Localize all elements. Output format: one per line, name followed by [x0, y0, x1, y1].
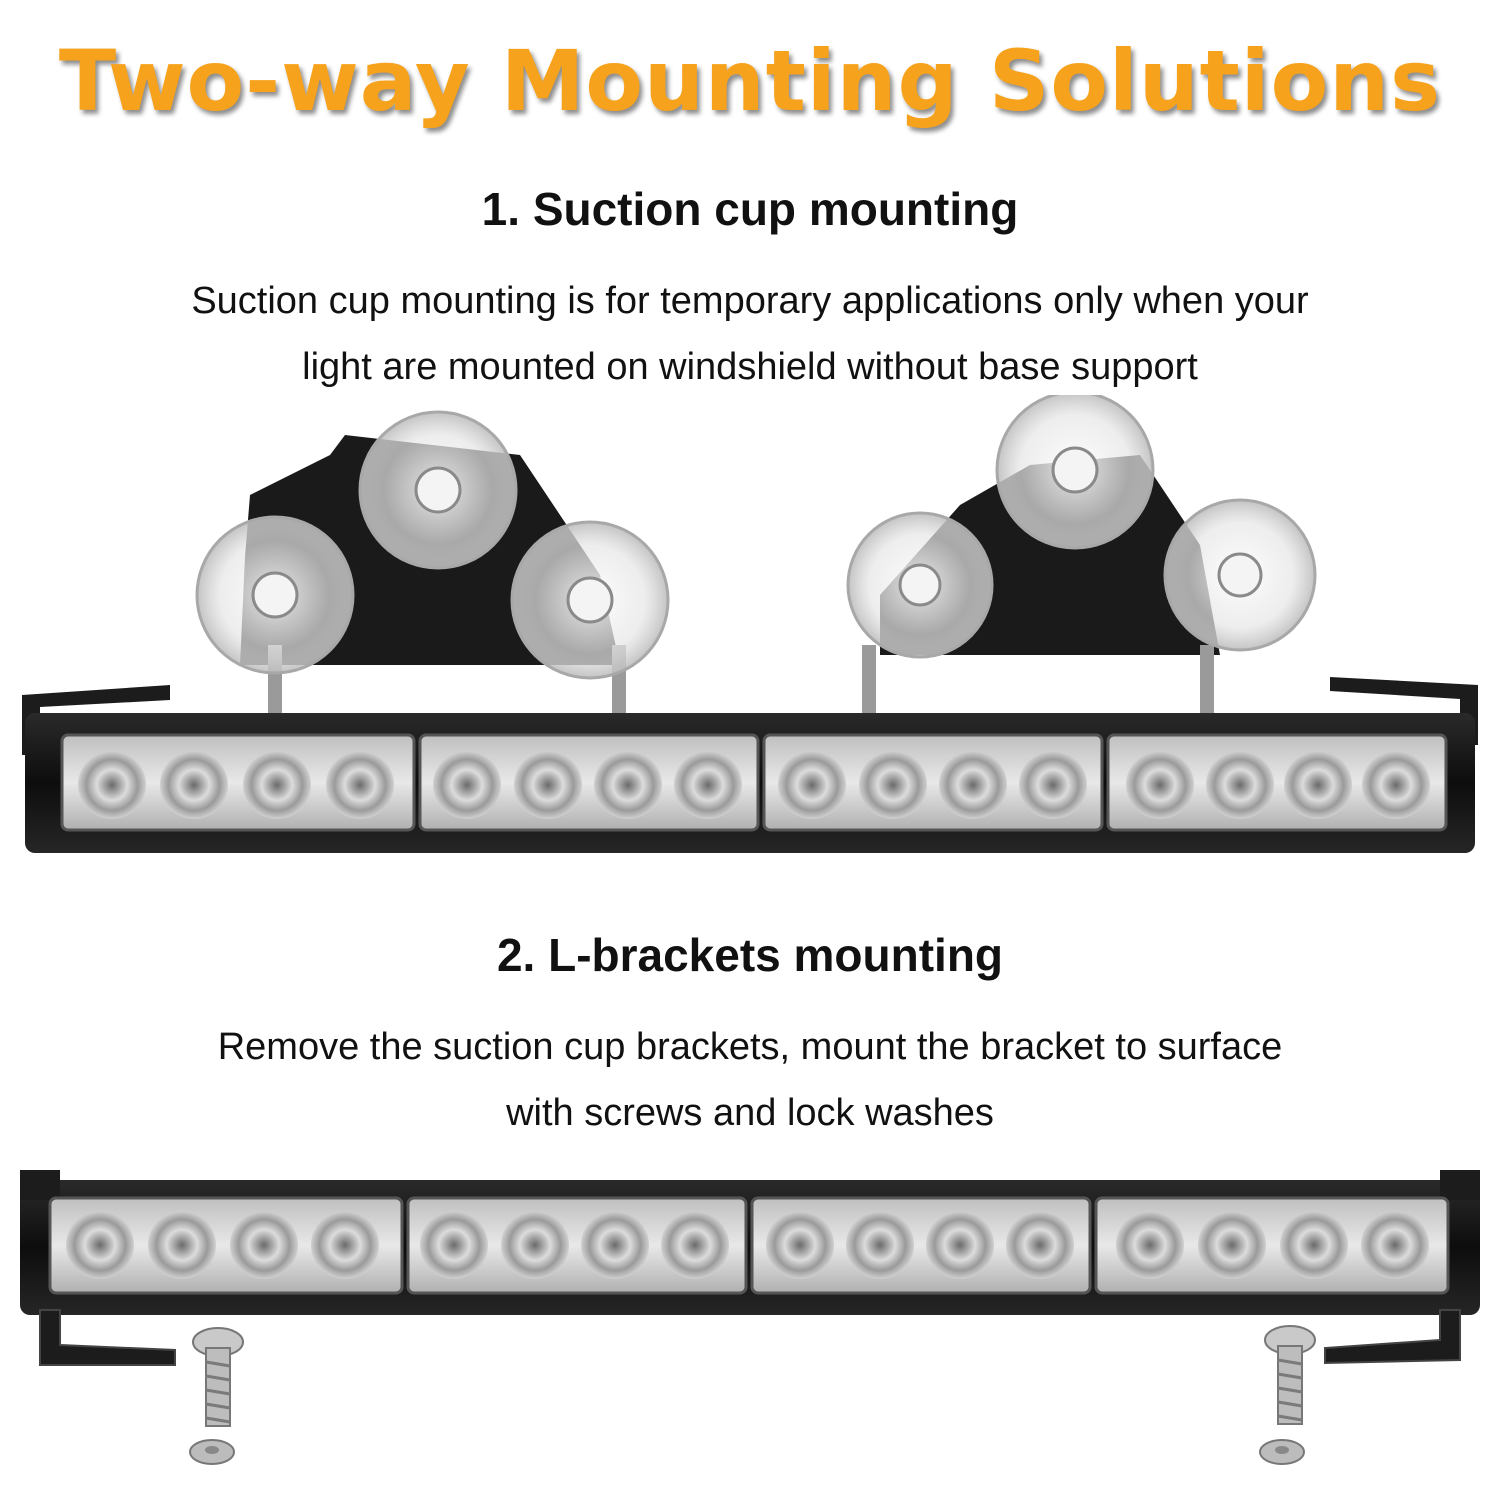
screw-icon — [1264, 1325, 1316, 1425]
l-bracket-right — [1330, 677, 1478, 745]
l-bracket-left — [22, 685, 170, 755]
description-line: light are mounted on windshield without … — [302, 346, 1198, 388]
description-line: Suction cup mounting is for temporary ap… — [191, 280, 1309, 322]
suction-cup-icon — [1163, 498, 1317, 652]
suction-cup-icon — [510, 520, 670, 680]
section-description-suction-cup: Suction cup mounting is for temporary ap… — [0, 268, 1500, 400]
suction-cup-icon — [358, 410, 518, 570]
nut-icon — [1259, 1439, 1305, 1465]
light-bar-lenses — [60, 733, 1448, 832]
suction-cup-icon — [995, 395, 1155, 550]
suction-cup-icon — [195, 515, 355, 675]
l-bracket-right — [1324, 1309, 1461, 1365]
description-line: with screws and lock washes — [506, 1092, 994, 1134]
light-bar-lenses — [48, 1196, 1450, 1295]
section-title-l-brackets: 2. L-brackets mounting — [496, 929, 1004, 981]
led-icon-row — [66, 1211, 1429, 1279]
l-bracket-left — [39, 1309, 176, 1366]
light-bar-l-bracket-image — [20, 1170, 1480, 1465]
suction-cup-icon — [846, 511, 994, 659]
description-line: Remove the suction cup brackets, mount t… — [217, 1026, 1283, 1068]
light-bar-suction-cup-image — [22, 395, 1478, 853]
section-description-l-brackets: Remove the suction cup brackets, mount t… — [0, 1014, 1500, 1146]
section-title-suction-cup: 1. Suction cup mounting — [481, 183, 1019, 235]
nut-icon — [189, 1439, 235, 1465]
headline-title: Two-way Mounting Solutions — [58, 32, 1442, 130]
screw-icon — [192, 1327, 244, 1427]
led-icon-row — [78, 751, 1430, 819]
